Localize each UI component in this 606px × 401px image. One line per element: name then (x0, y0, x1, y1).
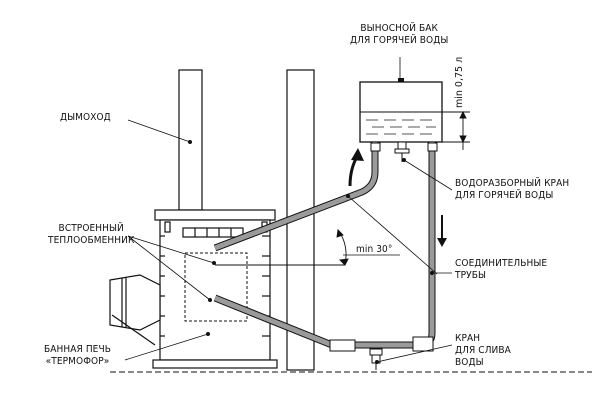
angle-indicator (215, 229, 349, 266)
tank-label: ВЫНОСНОЙ БАК ДЛЯ ГОРЯЧЕЙ ВОДЫ (350, 23, 449, 46)
curved-arrow-icon (348, 148, 364, 187)
chimney (178, 69, 203, 211)
heat-exchanger (184, 252, 248, 322)
down-arrow-icon (437, 215, 447, 247)
chimney-label: ДЫМОХОД (60, 112, 111, 123)
hot-water-tap-icon (394, 141, 410, 162)
stove-label: БАННАЯ ПЕЧЬ «ТЕРМОФОР» (44, 344, 112, 367)
remote-tank (359, 78, 443, 143)
heat-exchanger-label: ВСТРОЕННЫЙ ТЕПЛООБМЕННИК (48, 223, 135, 246)
hot-water-tap-label: ВОДОРАЗБОРНЫЙ КРАН ДЛЯ ГОРЯЧЕЙ ВОДЫ (455, 178, 570, 201)
angle-label: min 30° (356, 244, 393, 255)
drain-tap-icon (369, 348, 383, 370)
level-dimension (442, 110, 470, 150)
leader-lines (124, 57, 453, 364)
min-level-label: min 0,75 л (454, 57, 465, 108)
firebox-tube (109, 274, 161, 346)
drain-tap-label: КРАН ДЛЯ СЛИВА ВОДЫ (455, 333, 511, 368)
pipes-label: СОЕДИНИТЕЛЬНЫЕ ТРУБЫ (455, 258, 548, 281)
